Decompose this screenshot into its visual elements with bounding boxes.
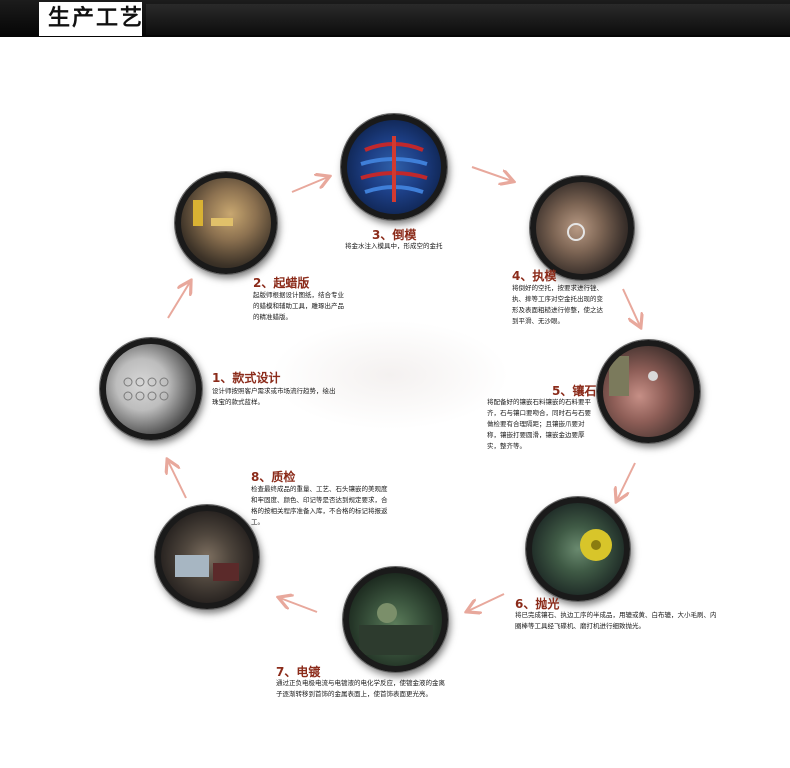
step-8-desc: 检查最终成品的重量、工艺、石头镶嵌的美观度和牢固度、颜色、印记等是否达到规定要求… xyxy=(251,485,388,526)
header-tab xyxy=(39,2,142,36)
center-glow xyxy=(270,320,510,430)
arrow-7-8 xyxy=(280,598,318,613)
inspection-tray-icon xyxy=(175,555,239,581)
step-6-title: 6、抛光 xyxy=(515,597,560,611)
step-1-title: 1、款式设计 xyxy=(212,371,281,385)
setting-tool-icon xyxy=(609,356,658,396)
step-1-photo xyxy=(100,338,202,440)
plating-tank-icon xyxy=(359,603,433,655)
step-5-desc: 将配备好的镶嵌石料镶嵌的石料要平齐，石与镶口要吻合，同时石与石要做检要有合理隔距… xyxy=(487,398,591,450)
step-3-title: 3、倒模 xyxy=(372,228,417,242)
step-3-photo xyxy=(341,114,447,220)
step-4-title: 4、执模 xyxy=(512,269,557,283)
arrow-5-6 xyxy=(617,462,636,500)
ring-icon xyxy=(567,223,585,241)
step-6-photo xyxy=(526,497,630,601)
arrow-1-2 xyxy=(167,282,190,319)
step-2-title: 2、起蜡版 xyxy=(253,276,310,290)
step-5-title: 5、镶石 xyxy=(552,384,597,398)
step-4-photo xyxy=(530,176,634,280)
step-1-desc: 设计师按照客户需求或市场流行趋势，绘出珠宝的款式蓝样。 xyxy=(212,387,336,406)
arrow-4-5 xyxy=(622,288,640,326)
sketch-icon xyxy=(123,377,169,401)
wax-tool-icon xyxy=(193,200,233,226)
step-8-title: 8、质检 xyxy=(251,470,296,484)
step-5-photo xyxy=(597,340,700,443)
page-title: 生产工艺 xyxy=(48,6,145,31)
arrow-3-4 xyxy=(471,166,512,181)
step-8-photo xyxy=(155,505,259,609)
step-2-desc: 起版师根据设计图纸，结合专业的蜡模和辅助工具，雕琢出产品的精准蜡版。 xyxy=(253,291,344,321)
step-3-desc: 将金水注入模具中，形成空的金托 xyxy=(345,242,443,250)
step-7-title: 7、电镀 xyxy=(276,665,321,679)
step-2-photo xyxy=(175,172,277,274)
step-7-desc: 通过正负电极电流与电镀液的电化学反应，使镀金液的金离子逐渐转移到首饰的金属表面上… xyxy=(276,679,445,698)
wax-tree-icon xyxy=(360,136,428,202)
arrow-2-3 xyxy=(291,177,328,193)
polishing-wheel-icon xyxy=(580,529,612,561)
step-4-desc: 将倒好的空托，按要求进行锉、执、摔等工序对空金托出现的变形及表面粗糙进行修整，使… xyxy=(512,284,603,325)
header-stripe xyxy=(146,4,790,35)
step-6-desc: 将已完成镶石、执边工序的半成品，用辘或黄、白布辘，大小毛刷、内圈棒等工具经飞碟机… xyxy=(515,611,717,630)
step-7-photo xyxy=(343,567,448,672)
arrow-8-1 xyxy=(168,461,187,499)
header-bar: 生产工艺 xyxy=(0,0,790,37)
arrow-6-7 xyxy=(468,593,505,611)
